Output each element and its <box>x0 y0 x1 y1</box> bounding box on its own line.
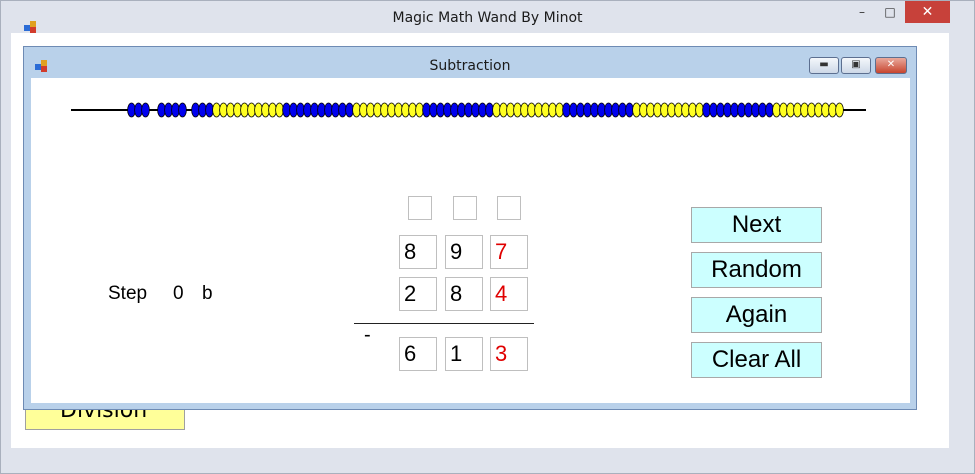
bottom-digit-tens[interactable]: 8 <box>445 277 483 311</box>
subtraction-canvas: 8 9 7 - 2 8 4 6 1 3 Step 0 b Next Random… <box>31 78 910 403</box>
minus-sign: - <box>364 324 371 346</box>
sum-line <box>354 323 534 324</box>
child-maximize-button[interactable]: ▣ <box>841 57 871 74</box>
subtraction-window: Subtraction ▬ ▣ ✕ 8 9 7 - 2 8 4 6 1 3 S <box>23 46 917 410</box>
abacus-bead <box>141 102 150 118</box>
child-window-icon <box>35 60 49 72</box>
app-icon <box>24 21 38 33</box>
minimize-button[interactable]: – <box>859 5 865 19</box>
bottom-digit-ones[interactable]: 4 <box>490 277 528 311</box>
child-window-title: Subtraction <box>429 58 511 74</box>
abacus-bead <box>178 102 187 118</box>
result-digit-tens[interactable]: 1 <box>445 337 483 371</box>
child-close-button[interactable]: ✕ <box>875 57 907 74</box>
maximize-button[interactable]: □ <box>884 5 896 19</box>
abacus-bead-bar <box>71 102 866 118</box>
main-window-title: Magic Math Wand By Minot <box>392 10 583 26</box>
carry-box-ones[interactable] <box>497 196 521 220</box>
main-title-bar: Magic Math Wand By Minot – □ ✕ <box>1 1 974 33</box>
abacus-bead <box>835 102 844 118</box>
carry-box-hundreds[interactable] <box>408 196 432 220</box>
bottom-digit-hundreds[interactable]: 2 <box>399 277 437 311</box>
clear-all-button[interactable]: Clear All <box>691 342 822 378</box>
step-suffix: b <box>202 283 213 304</box>
result-digit-hundreds[interactable]: 6 <box>399 337 437 371</box>
close-button[interactable]: ✕ <box>905 1 950 23</box>
child-minimize-button[interactable]: ▬ <box>809 57 839 74</box>
result-digit-ones[interactable]: 3 <box>490 337 528 371</box>
next-button[interactable]: Next <box>691 207 822 243</box>
again-button[interactable]: Again <box>691 297 822 333</box>
carry-box-tens[interactable] <box>453 196 477 220</box>
top-digit-ones[interactable]: 7 <box>490 235 528 269</box>
top-digit-tens[interactable]: 9 <box>445 235 483 269</box>
step-label: Step <box>108 283 148 304</box>
random-button[interactable]: Random <box>691 252 822 288</box>
step-number: 0 <box>173 283 184 304</box>
top-digit-hundreds[interactable]: 8 <box>399 235 437 269</box>
